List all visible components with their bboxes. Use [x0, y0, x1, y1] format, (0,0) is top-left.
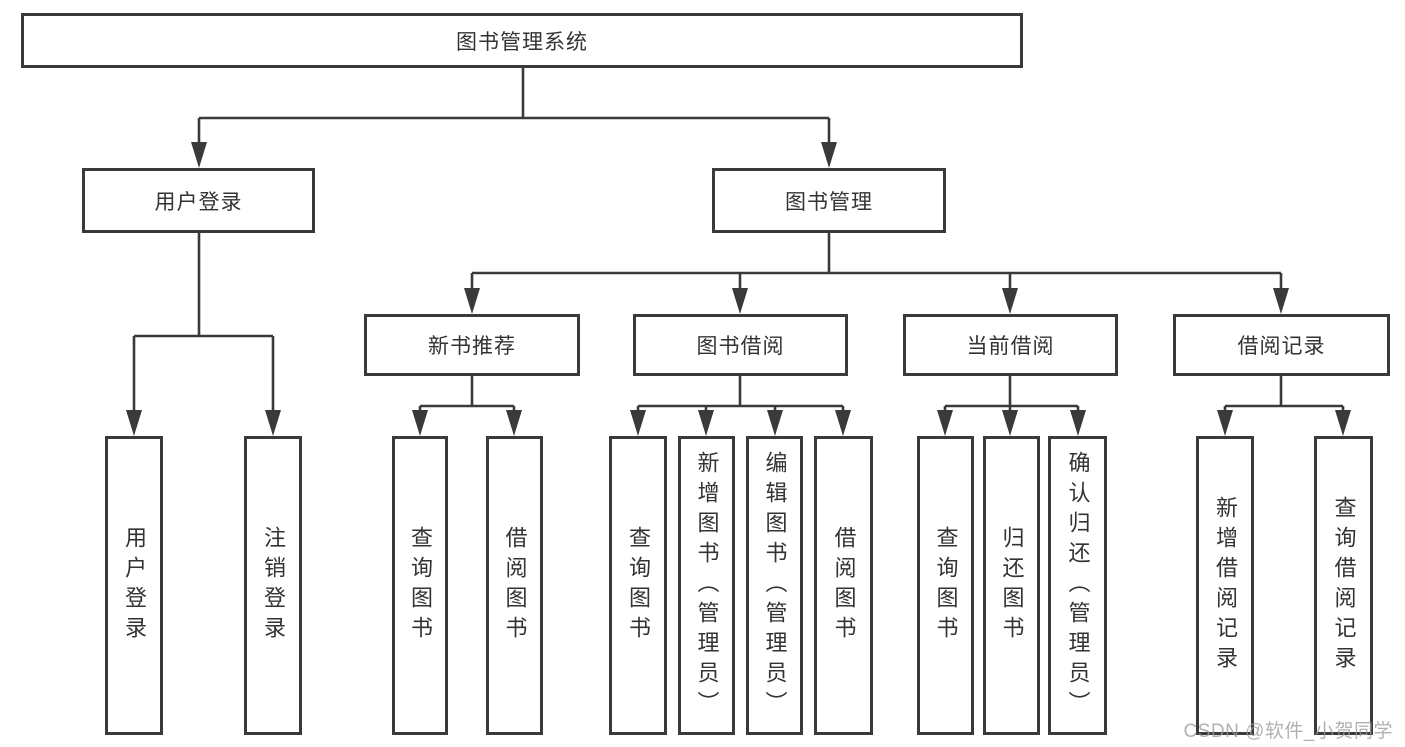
- arrowhead: [1070, 410, 1086, 436]
- connector-root-to-level2: [191, 68, 837, 168]
- leaf-logout: 注销登录: [244, 436, 302, 735]
- leaf-current-query-books: 查询图书: [917, 436, 974, 735]
- connector-records-children: [1217, 376, 1351, 436]
- arrowhead: [191, 142, 207, 168]
- arrowhead: [265, 410, 281, 436]
- arrowhead: [630, 410, 646, 436]
- node-book-borrow: 图书借阅: [633, 314, 848, 376]
- node-user-login: 用户登录: [82, 168, 315, 233]
- leaf-user-login: 用户登录: [105, 436, 163, 735]
- connector-recommend-children: [412, 376, 522, 436]
- node-system-root: 图书管理系统: [21, 13, 1023, 68]
- leaf-borrow-borrow-books: 借阅图书: [814, 436, 873, 735]
- connector-management-children: [464, 233, 1289, 314]
- arrowhead: [732, 288, 748, 314]
- arrowhead: [412, 410, 428, 436]
- arrowhead: [1217, 410, 1233, 436]
- arrowhead: [698, 410, 714, 436]
- node-current-borrow: 当前借阅: [903, 314, 1118, 376]
- arrowhead: [1335, 410, 1351, 436]
- node-new-book-recommend: 新书推荐: [364, 314, 580, 376]
- csdn-watermark: CSDN @软件_小贺同学: [1183, 721, 1393, 742]
- arrowhead: [835, 410, 851, 436]
- leaf-recommend-query-books: 查询图书: [392, 436, 448, 735]
- leaf-recommend-borrow-books: 借阅图书: [486, 436, 543, 735]
- leaf-records-query-record: 查询借阅记录: [1314, 436, 1373, 735]
- leaf-current-confirm-return-admin: 确认归还（管理员）: [1048, 436, 1107, 735]
- connector-borrow-children: [630, 376, 851, 436]
- node-borrow-records: 借阅记录: [1173, 314, 1390, 376]
- arrowhead: [937, 410, 953, 436]
- node-book-management: 图书管理: [712, 168, 946, 233]
- leaf-borrow-edit-books-admin: 编辑图书（管理员）: [746, 436, 803, 735]
- leaf-records-add-record: 新增借阅记录: [1196, 436, 1254, 735]
- arrowhead: [767, 410, 783, 436]
- arrowhead: [1002, 410, 1018, 436]
- arrowhead: [464, 288, 480, 314]
- leaf-current-return-books: 归还图书: [983, 436, 1040, 735]
- leaf-borrow-query-books: 查询图书: [609, 436, 667, 735]
- connector-current-children: [937, 376, 1086, 436]
- arrowhead: [1273, 288, 1289, 314]
- arrowhead: [126, 410, 142, 436]
- leaf-borrow-add-books-admin: 新增图书（管理员）: [678, 436, 735, 735]
- arrowhead: [506, 410, 522, 436]
- connector-login-children: [126, 233, 281, 436]
- arrowhead: [1002, 288, 1018, 314]
- arrowhead: [821, 142, 837, 168]
